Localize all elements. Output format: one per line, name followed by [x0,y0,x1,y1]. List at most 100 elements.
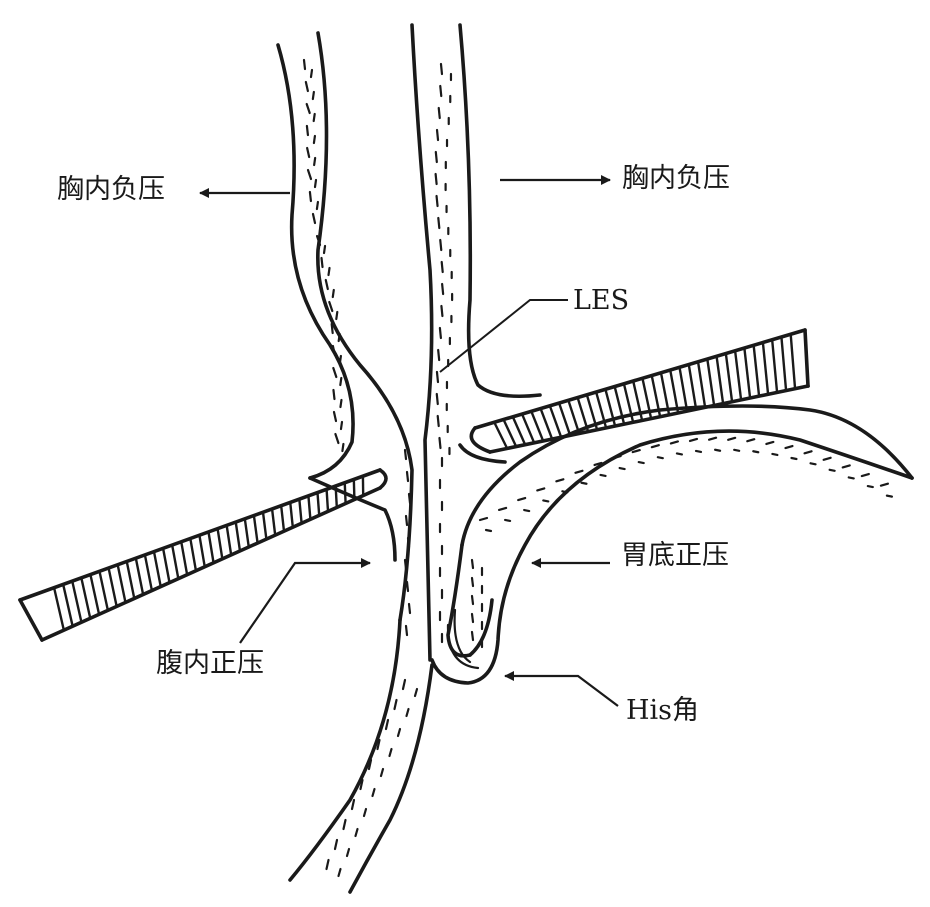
stomach-wall-texture [688,437,699,443]
lower-tube-texture [384,718,390,731]
diaphragm-hatch-line [539,408,554,440]
esophagus-wall-texture [441,282,445,296]
diaphragm-hatch-line [307,495,312,519]
esophagus-wall-texture [305,102,311,115]
esophagus-wall-texture [332,410,338,423]
esophagus-wall-texture [331,344,337,357]
esophagus-wall-texture [327,266,331,277]
stomach-wall-texture [860,472,870,478]
diaphragm-hatch-line [511,416,527,445]
lower-tube-texture [393,698,398,711]
lower-tube-texture [342,818,347,831]
stomach-wall-texture [752,450,760,454]
stomach-wall-texture [771,452,779,457]
esophagus-wall-texture [437,106,441,120]
diaphragm-hatch-line [89,574,101,615]
esophagus-wall-texture [311,212,317,225]
esophagus-wall-texture [435,370,440,384]
lower-tube-texture [337,867,342,878]
lower-tube-texture [354,827,359,838]
diaphragm-hatch-line [678,367,689,411]
esophagus-wall-texture [438,436,442,450]
stomach-wall-texture [847,476,855,480]
stomach-wall-texture [733,448,741,452]
stomach-wall-texture [593,461,603,467]
stomach-wall-texture [612,454,622,460]
esophagus-wall-texture [308,190,313,203]
diaphragm-hatch-line [61,584,74,627]
diaphragm-hatch-line [261,512,268,539]
stomach-wall-texture [470,576,475,588]
lower-tube-texture [350,798,356,811]
stomach-wall-texture [517,496,527,502]
lower-tube-texture [379,767,385,778]
diaphragm-hatch-line [325,489,330,511]
diaphragm-hatch-line [780,337,788,390]
stomach-wall-texture [503,518,512,523]
stomach-wall-texture [746,438,756,443]
stomach-wall-texture [523,508,531,513]
stomach-wall-texture [470,594,475,606]
fundus-pressure-label: 胃底正压 [621,540,729,571]
thoracic-pressure-left-label: 胸内负压 [57,174,165,205]
esophagus-wall-texture [439,84,443,98]
diaphragm-hatch-line [207,531,215,563]
diaphragm-hatch-line [216,528,224,559]
diaphragm-hatch-line [180,541,189,575]
diaphragm-hatch-line [771,340,779,392]
esophagus-wall-texture [407,602,412,615]
diaphragm-left-crus [18,468,388,642]
diaphragm-hatch-line [198,535,206,567]
diaphragm-hatch-line [316,492,321,515]
annotations [199,175,619,707]
diaphragm-hatch-line [576,397,590,432]
esophagus-wall-texture [334,432,340,445]
diaphragm-hatch-line [669,370,680,413]
stomach-wall-texture [599,473,607,478]
lower-tube-texture [405,707,410,718]
lower-tube-texture [388,747,393,758]
esophagus-wall-texture [339,398,343,409]
diaphragm-hatch-line [270,508,277,535]
stomach-wall-texture [650,444,660,449]
esophagus-wall-texture [320,256,324,269]
esophagus-wall-texture [306,146,311,159]
esophagus-wall-texture [330,322,334,335]
esophagus [276,23,542,662]
lower-tube-texture [401,678,407,691]
stomach-wall-texture [470,612,475,624]
esophagus-wall-texture [437,216,441,230]
esophagus-wall-texture [332,388,336,401]
crus-junction [308,443,507,562]
esophagus-wall-texture [434,172,438,186]
esophagus-wall-texture [407,492,412,505]
esophagus-wall-texture [312,112,316,123]
stomach-wall-texture [885,494,894,498]
esophagus-wall-texture [328,300,334,313]
stomach-wall-texture [809,462,817,466]
lower-tube-texture [371,787,376,798]
esophagus-wall-texture [324,278,329,291]
diaphragm-hatch-line [225,525,233,555]
lower-tube-texture [396,727,402,738]
diaphragm-hatch-line [548,405,563,438]
esophagus-wall-texture [436,414,440,428]
stomach-wall-texture [828,468,836,472]
esophagus-wall-texture [403,448,408,461]
diaphragm-hatch-line [530,410,545,442]
stomach-wall-texture [561,490,569,494]
diaphragm-hatch-line [134,557,145,595]
stomach-wall-texture [497,506,508,512]
esophagus-wall-texture [311,90,315,101]
diaphragm-hatch-line [520,413,536,443]
diaphragm-hatch-line [493,421,509,449]
esophagus-wall-texture [438,326,442,340]
lower-tube-texture [333,838,339,851]
stomach-wall-texture [765,440,775,446]
stomach-wall-texture [637,460,645,465]
stomach-wall-texture [790,456,798,461]
stomach-wall-texture [784,444,794,450]
esophagus-wall-texture [315,200,320,211]
stomach-wall-texture [669,440,680,445]
esophagus-wall-texture [403,558,408,571]
